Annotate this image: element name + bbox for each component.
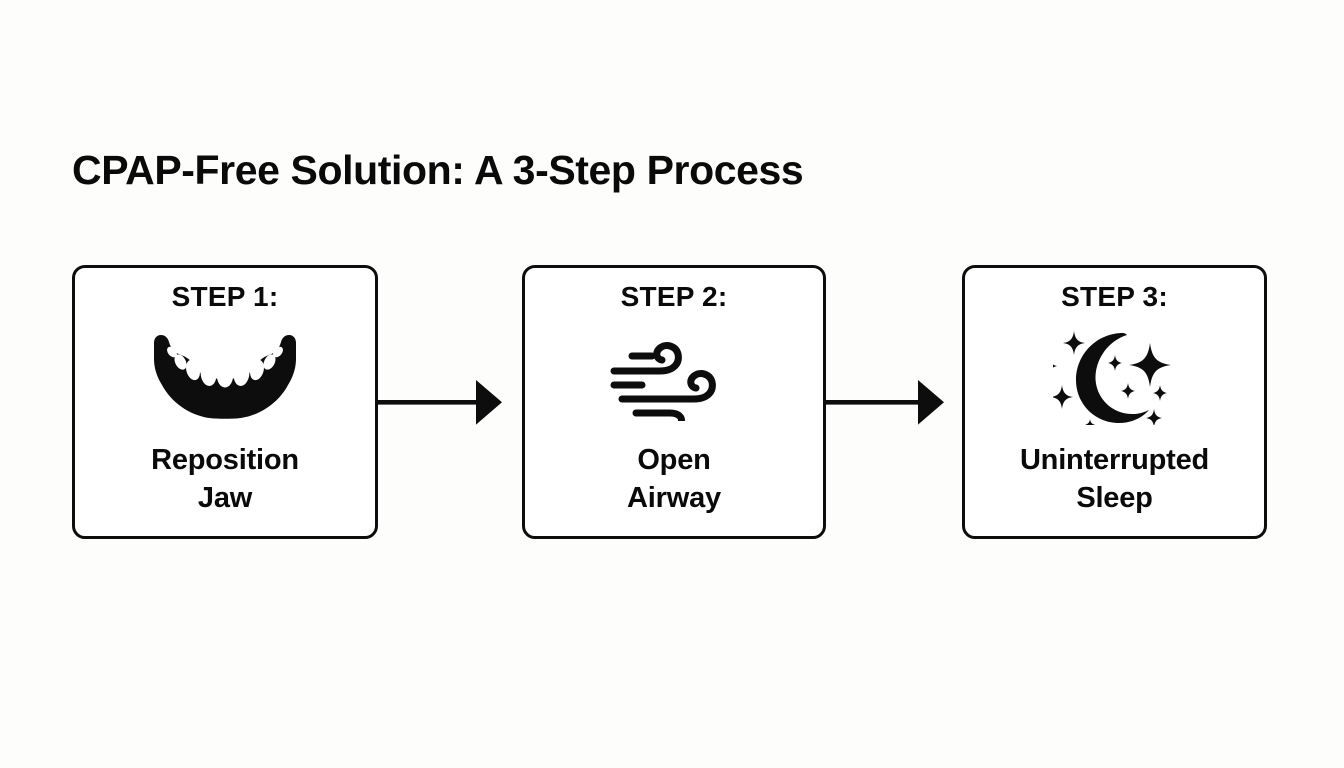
step-2-label-line-2: Airway — [627, 482, 721, 515]
step-card-1: STEP 1: Reposition — [72, 265, 378, 539]
step-2-header: STEP 2: — [620, 281, 728, 312]
step-3-label-line-2: Sleep — [1076, 482, 1153, 515]
step-3-label-line-1: Uninterrupted — [1019, 443, 1210, 476]
step-1-label-line-1: Reposition — [151, 443, 299, 476]
arrow-right-icon-2 — [826, 372, 963, 432]
step-card-3: STEP 3: — [962, 265, 1267, 539]
step-2-label-line-1: Open — [637, 443, 711, 476]
moon-stars-icon — [1052, 327, 1177, 425]
step-2-label: Open Airway — [627, 441, 721, 518]
step-1-header: STEP 1: — [171, 281, 279, 312]
step-3-label: Uninterrupted Sleep — [1020, 441, 1209, 518]
step-1-label: Reposition Jaw — [151, 441, 299, 518]
step-3-header: STEP 3: — [1061, 281, 1168, 312]
step-1-label-line-2: Jaw — [197, 482, 253, 515]
arrow-right-icon-1 — [378, 372, 523, 432]
wind-icon — [608, 327, 740, 423]
page-title: CPAP-Free Solution: A 3-Step Process — [72, 147, 804, 193]
jaw-icon — [151, 327, 299, 423]
step-card-2: STEP 2: Open Airway — [522, 265, 826, 539]
